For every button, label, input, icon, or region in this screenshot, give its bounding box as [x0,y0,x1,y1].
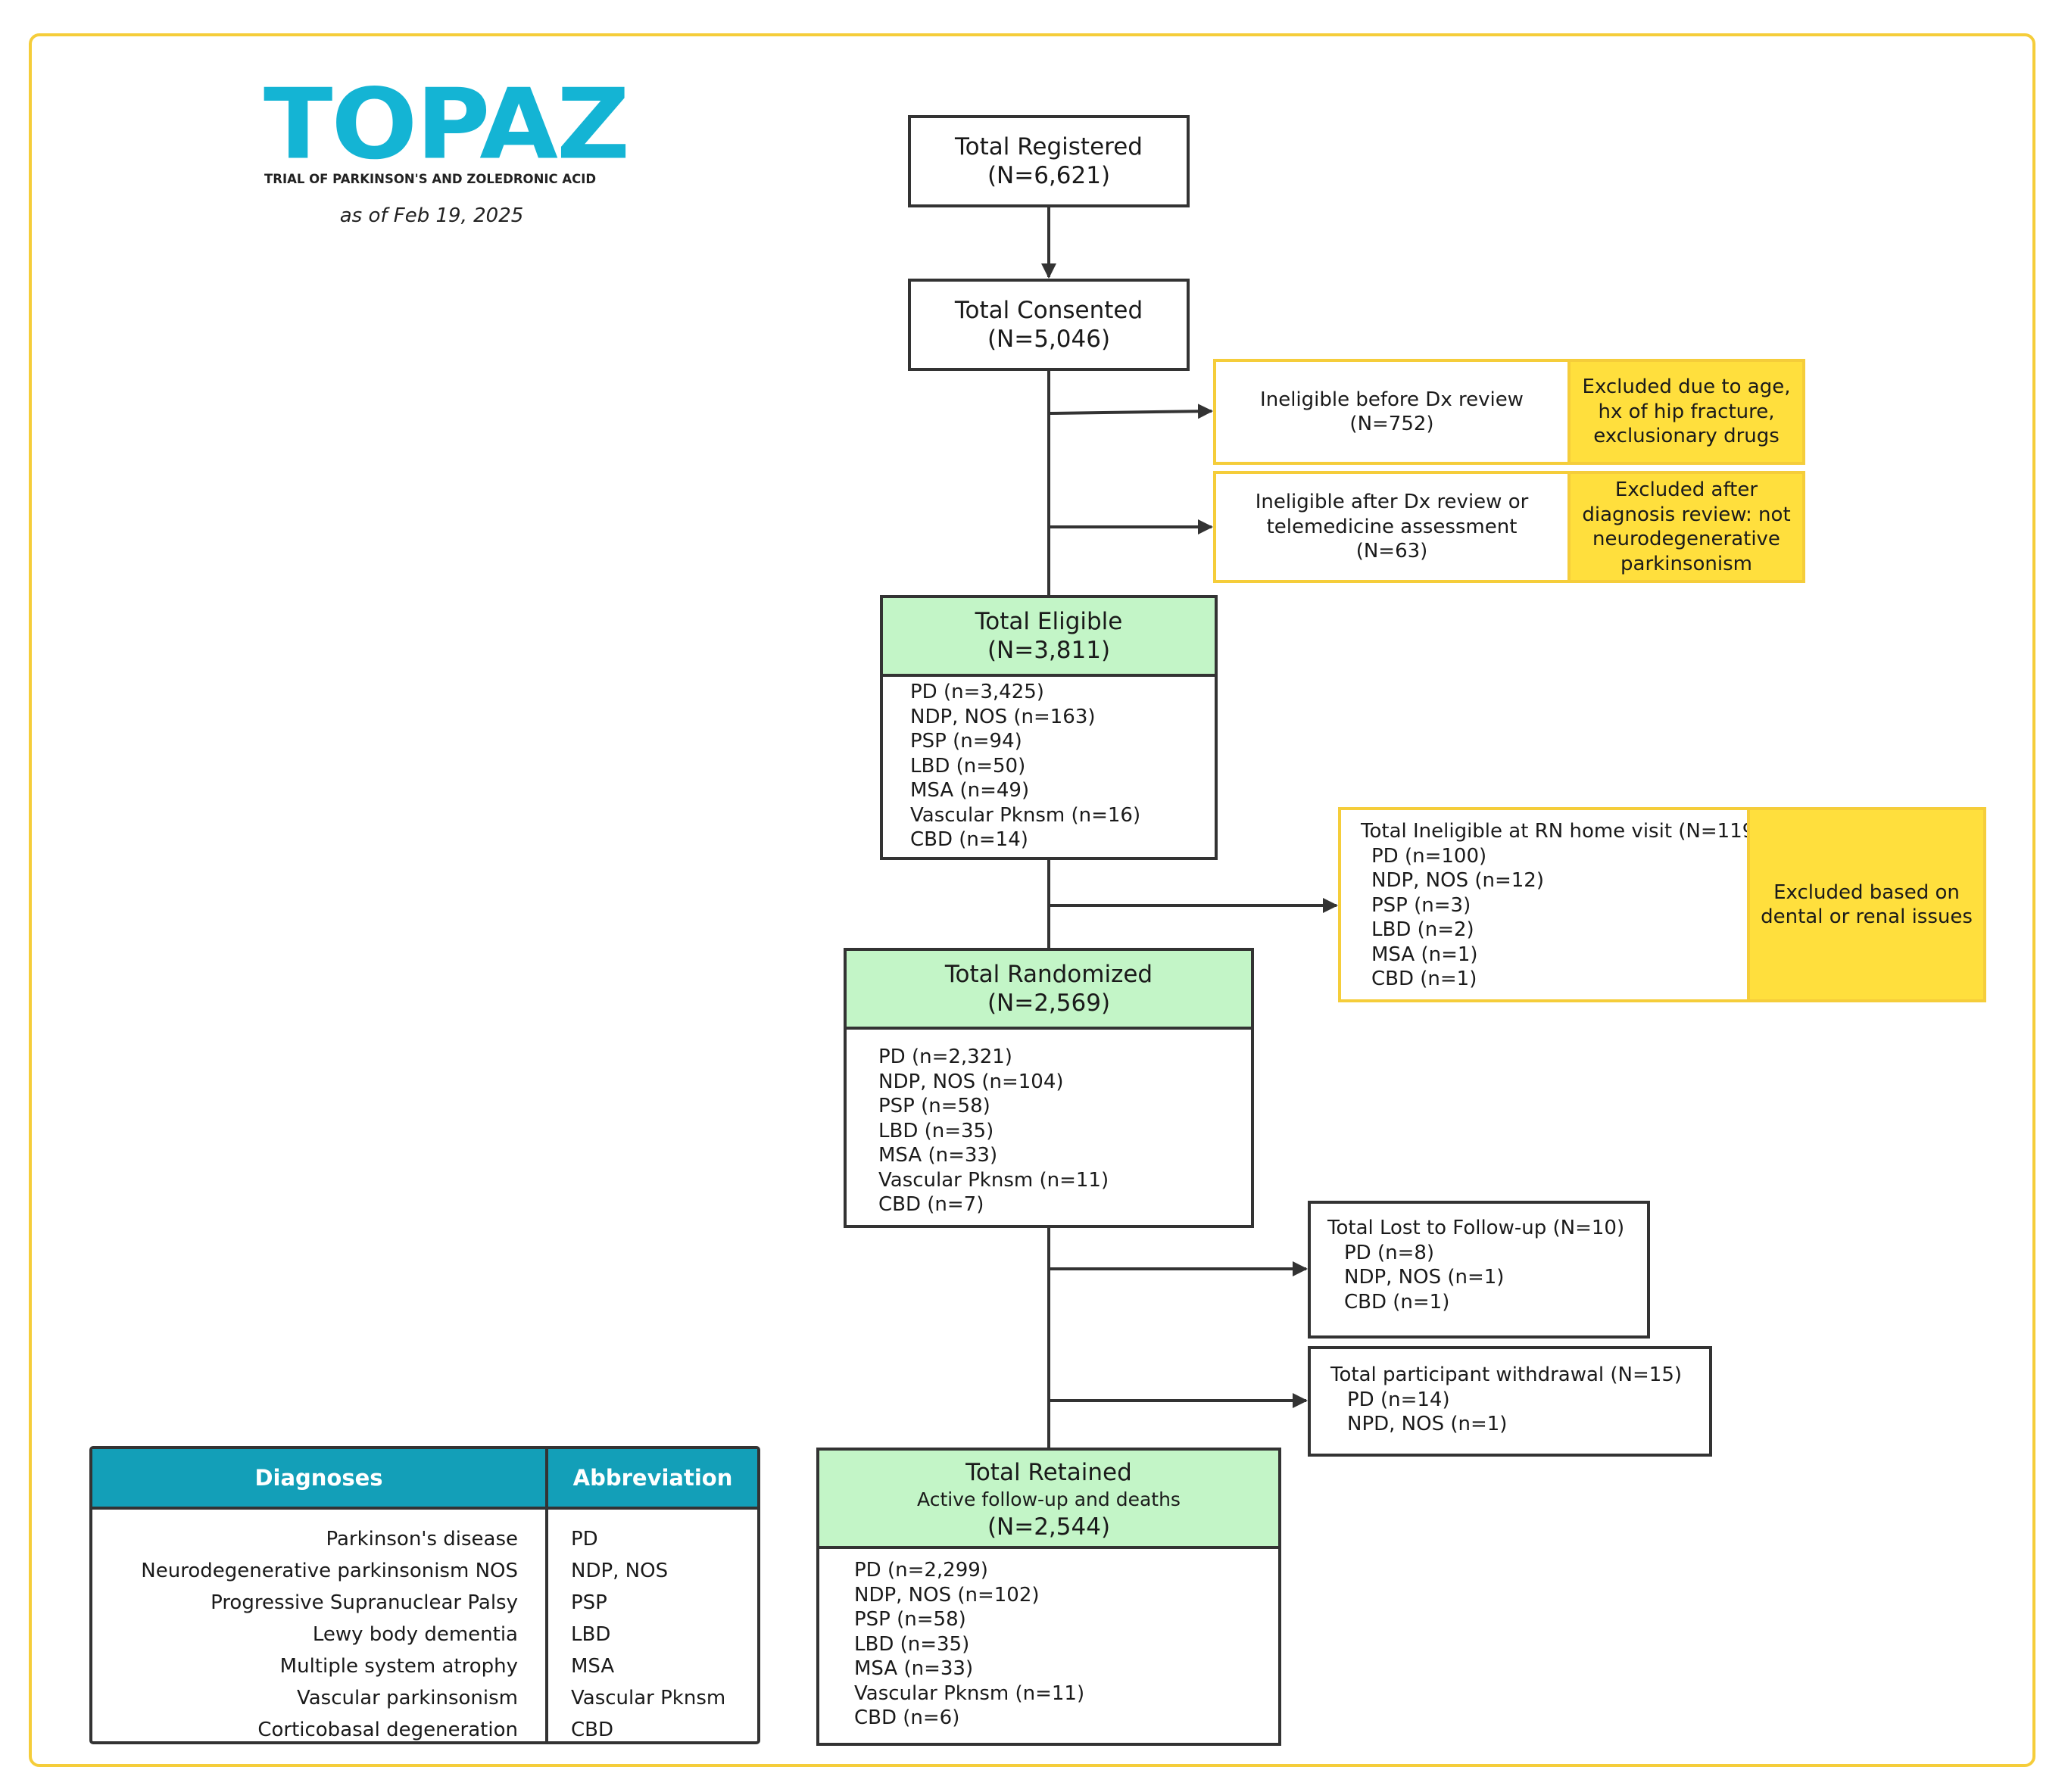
ineligible-rn-item: LBD (n=2) [1371,918,1474,941]
legend-diagnosis: Lewy body dementia [312,1623,518,1646]
lost-breakdown: PD (n=8) NDP, NOS (n=1) CBD (n=1) [1327,1241,1647,1315]
box-total-eligible: Total Eligible (N=3,811) PD (n=3,425) ND… [880,595,1218,860]
retained-subtitle: Active follow-up and deaths [917,1488,1181,1510]
box-total-consented: Total Consented (N=5,046) [908,279,1190,371]
retained-item: PSP (n=58) [854,1608,966,1631]
registered-count: (N=6,621) [987,162,1111,189]
legend-abbreviation: LBD [571,1623,611,1646]
legend-abbreviation-column: PD NDP, NOS PSP LBD MSA Vascular Pknsm C… [548,1510,757,1741]
eligible-item: PD (n=3,425) [910,681,1044,703]
ineligible-rn-note: Excluded based on dental or renal issues [1747,810,1983,999]
retained-item: NDP, NOS (n=102) [854,1583,1040,1607]
eligible-breakdown: PD (n=3,425) NDP, NOS (n=163) PSP (n=94)… [883,677,1215,852]
diagnoses-legend-table: Diagnoses Abbreviation Parkinson's disea… [89,1446,760,1744]
box-total-randomized: Total Randomized (N=2,569) PD (n=2,321) … [844,948,1254,1228]
legend-diagnosis: Parkinson's disease [326,1528,518,1550]
ineligible-rn-item: PD (n=100) [1371,844,1487,868]
ineligible-after-text: Ineligible after Dx review or telemedici… [1216,474,1567,580]
ineligible-rn-breakdown: PD (n=100) NDP, NOS (n=12) PSP (n=3) LBD… [1361,844,1747,992]
outer-frame [29,33,2035,1767]
legend-header-diagnoses: Diagnoses [92,1449,548,1507]
retained-breakdown: PD (n=2,299) NDP, NOS (n=102) PSP (n=58)… [819,1549,1278,1731]
box-ineligible-rn-visit: Total Ineligible at RN home visit (N=119… [1338,807,1986,1002]
eligible-item: LBD (n=50) [910,754,1026,778]
randomized-item: MSA (n=33) [878,1144,998,1167]
legend-diagnosis: Corticobasal degeneration [257,1719,518,1741]
logo-title: TOPAZ [264,67,630,182]
legend-header-abbreviation: Abbreviation [572,1465,733,1491]
eligible-item: NDP, NOS (n=163) [910,705,1096,728]
legend-header-row: Diagnoses Abbreviation [92,1449,757,1510]
legend-abbreviation: NDP, NOS [571,1560,669,1582]
legend-body: Parkinson's disease Neurodegenerative pa… [92,1510,757,1741]
retained-item: LBD (n=35) [854,1632,970,1656]
lost-item: PD (n=8) [1344,1241,1435,1264]
randomized-title: Total Randomized [944,961,1153,988]
legend-diagnosis: Vascular parkinsonism [296,1687,518,1709]
randomized-item: LBD (n=35) [878,1119,994,1142]
arrow-to-ineligible-before [1048,404,1213,419]
registered-title: Total Registered [955,133,1143,161]
randomized-item: NDP, NOS (n=104) [878,1070,1064,1093]
lost-title: Total Lost to Follow-up (N=10) [1327,1217,1625,1239]
box-ineligible-before-dx: Ineligible before Dx review (N=752) Excl… [1213,359,1805,465]
ineligible-rn-item: NDP, NOS (n=12) [1371,869,1544,892]
retained-item: PD (n=2,299) [854,1559,988,1582]
ineligible-before-note: Excluded due to age, hx of hip fracture,… [1567,362,1802,462]
retained-title: Total Retained [965,1459,1132,1486]
lost-item: CBD (n=1) [1344,1290,1450,1314]
eligible-header: Total Eligible (N=3,811) [883,598,1215,677]
box-total-retained: Total Retained Active follow-up and deat… [816,1448,1281,1746]
randomized-breakdown: PD (n=2,321) NDP, NOS (n=104) PSP (n=58)… [847,1030,1251,1217]
eligible-title: Total Eligible [975,608,1123,635]
eligible-item: CBD (n=14) [910,828,1028,851]
withdrawal-item: NPD, NOS (n=1) [1347,1413,1508,1435]
withdrawal-item: PD (n=14) [1347,1388,1450,1411]
legend-abbreviation: CBD [571,1719,614,1741]
randomized-item: Vascular Pknsm (n=11) [878,1168,1109,1192]
retained-item: Vascular Pknsm (n=11) [854,1681,1085,1705]
ineligible-before-text: Ineligible before Dx review (N=752) [1216,362,1567,462]
ineligible-after-note: Excluded after diagnosis review: not neu… [1567,474,1802,580]
box-participant-withdrawal: Total participant withdrawal (N=15) PD (… [1308,1346,1712,1457]
randomized-header: Total Randomized (N=2,569) [847,951,1251,1030]
randomized-count: (N=2,569) [987,989,1111,1017]
ineligible-rn-item: CBD (n=1) [1371,968,1477,990]
ineligible-rn-main: Total Ineligible at RN home visit (N=119… [1341,810,1763,999]
randomized-item: PSP (n=58) [878,1095,990,1117]
consented-count: (N=5,046) [987,326,1111,353]
ineligible-rn-item: MSA (n=1) [1371,943,1478,966]
legend-abbreviation: PD [571,1528,598,1550]
eligible-item: MSA (n=49) [910,779,1030,802]
as-of-date: as of Feb 19, 2025 [339,204,524,227]
eligible-count: (N=3,811) [987,637,1111,664]
box-lost-to-follow-up: Total Lost to Follow-up (N=10) PD (n=8) … [1308,1201,1650,1339]
eligible-item: Vascular Pknsm (n=16) [910,803,1141,827]
randomized-item: CBD (n=7) [878,1193,984,1216]
randomized-item: PD (n=2,321) [878,1046,1012,1068]
legend-diagnosis: Progressive Supranuclear Palsy [211,1591,518,1614]
legend-abbreviation: Vascular Pknsm [571,1687,726,1709]
legend-diagnoses-column: Parkinson's disease Neurodegenerative pa… [92,1510,548,1741]
eligible-item: PSP (n=94) [910,730,1022,753]
retained-count: (N=2,544) [987,1513,1111,1541]
lost-item: NDP, NOS (n=1) [1344,1266,1505,1289]
ineligible-rn-item: PSP (n=3) [1371,893,1471,917]
retained-item: MSA (n=33) [854,1657,974,1680]
box-ineligible-after-dx: Ineligible after Dx review or telemedici… [1213,471,1805,583]
withdrawal-title: Total participant withdrawal (N=15) [1330,1363,1683,1386]
retained-header: Total Retained Active follow-up and deat… [819,1451,1278,1549]
legend-diagnosis: Multiple system atrophy [279,1655,518,1678]
legend-diagnosis: Neurodegenerative parkinsonism NOS [141,1560,518,1582]
legend-abbreviation: PSP [571,1591,607,1614]
logo-subtitle: TRIAL OF PARKINSON'S AND ZOLEDRONIC ACID [264,172,597,186]
box-total-registered: Total Registered (N=6,621) [908,115,1190,207]
legend-abbreviation: MSA [571,1655,615,1678]
consented-title: Total Consented [954,297,1143,324]
retained-item: CBD (n=6) [854,1706,960,1729]
withdrawal-breakdown: PD (n=14) NPD, NOS (n=1) [1330,1388,1709,1437]
ineligible-rn-title: Total Ineligible at RN home visit (N=119… [1361,820,1763,843]
